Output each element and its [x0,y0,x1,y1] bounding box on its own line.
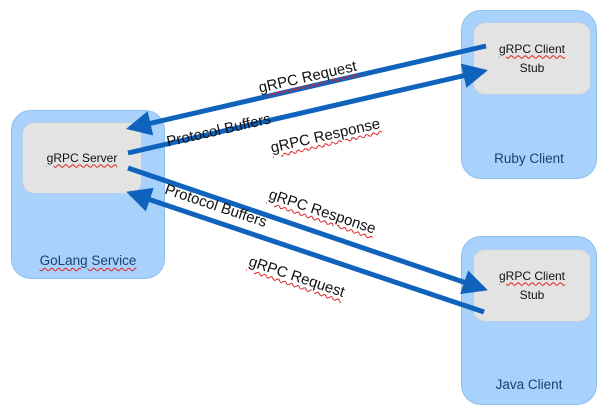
java-client-box: gRPC Client Stub Java Client [461,236,597,405]
java-stub-line1: gRPC Client [498,268,566,283]
ruby-stub-line2: Stub [519,60,545,75]
ruby-client-box: gRPC Client Stub Ruby Client [461,10,597,179]
java-client-label: Java Client [495,377,563,392]
ruby-stub-box: gRPC Client Stub [473,22,591,95]
grpc-server-label: gRPC Server [47,149,118,168]
ruby-response-arrow [127,63,488,156]
ruby-request-arrow [126,43,487,136]
grpc-server-text: gRPC Server [46,150,118,165]
java-stub-line2: Stub [519,287,545,302]
grpc-server-box: gRPC Server [22,122,142,194]
ruby-stub-line1: gRPC Client [498,41,566,56]
java-stub-box: gRPC Client Stub [473,249,591,322]
java-request-arrow [126,187,485,315]
golang-service-label: GoLang Service [39,253,137,268]
ruby-client-label: Ruby Client [494,151,564,166]
java-response-arrow [127,165,488,295]
